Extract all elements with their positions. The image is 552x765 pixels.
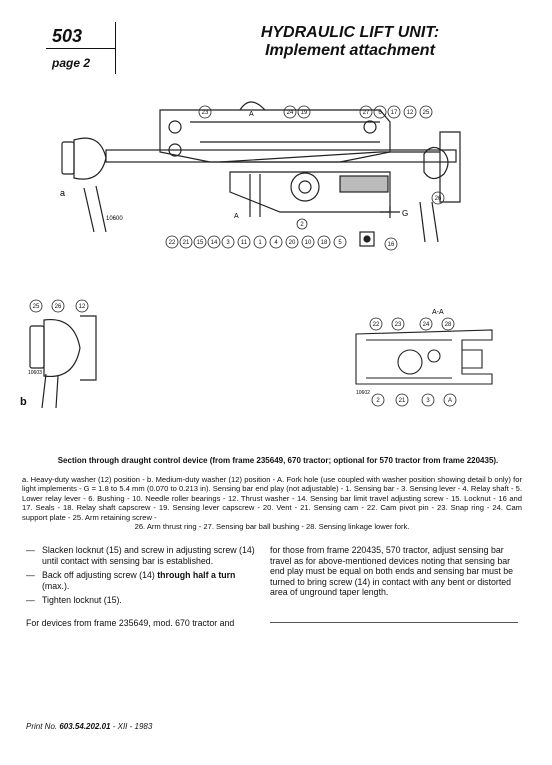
callout-bottom: 11 xyxy=(241,240,248,246)
legend-last-line: 26. Arm thrust ring - 27. Sensing bar ba… xyxy=(134,522,410,532)
callout-aa-bottom: 2 xyxy=(376,398,380,404)
callout-bottom: 14 xyxy=(211,240,218,246)
callout-aa-bottom: 3 xyxy=(426,398,430,404)
instruction-emphasis: through half a turn xyxy=(157,570,236,581)
title-line-2: Implement attachment xyxy=(265,42,435,59)
callout-aa-top: 23 xyxy=(395,322,402,328)
header-vertical-rule xyxy=(115,22,116,74)
instruction-item: — Slacken locknut (15) and screw in adju… xyxy=(26,545,256,566)
section-aa-title: A-A xyxy=(432,309,444,316)
instruction-text-part: Slacken locknut (15) and screw in adjust… xyxy=(42,545,255,566)
callout-b: 25 xyxy=(33,304,40,310)
print-date: - XII - 1983 xyxy=(110,722,153,731)
callout-bottom: 10 xyxy=(305,240,312,246)
plate-number-b: 10603 xyxy=(28,370,42,376)
callout-bottom: 1 xyxy=(258,240,262,246)
dim-g-label: G xyxy=(402,209,408,218)
callout-aa-top: 28 xyxy=(445,322,452,328)
paragraph-left: For devices from frame 235649, mod. 670 … xyxy=(26,617,235,628)
callout-bottom: 21 xyxy=(183,240,190,246)
callout-right: 26 xyxy=(435,196,442,202)
figure-caption: Section through draught control device (… xyxy=(57,456,499,465)
plate-number-main: 10600 xyxy=(106,216,123,222)
callout-bottom: 3 xyxy=(226,240,230,246)
instruction-text-part: Back off adjusting screw (14) xyxy=(42,570,158,581)
callout-bottom: 20 xyxy=(289,240,296,246)
figure-b-letter: b xyxy=(20,396,27,408)
callout-bottom: 5 xyxy=(338,240,342,246)
callout-top: 19 xyxy=(301,110,308,116)
figure-legend: a. Heavy-duty washer (12) position - b. … xyxy=(22,475,522,531)
title-line-1: HYDRAULIC LIFT UNIT: xyxy=(260,24,440,41)
section-mark-bottom: A xyxy=(234,213,239,220)
end-rule xyxy=(270,622,518,623)
print-number: Print No. 603.54.202.01 - XII - 1983 xyxy=(26,722,152,731)
plate-number-aa: 10602 xyxy=(356,390,370,396)
dash-bullet: — xyxy=(26,545,35,555)
section-number: 503 xyxy=(52,26,83,46)
legend-body: a. Heavy-duty washer (12) position - b. … xyxy=(22,475,522,522)
page-label: page 2 xyxy=(52,56,91,70)
instruction-item: — Back off adjusting screw (14) through … xyxy=(26,570,256,591)
header-divider xyxy=(46,48,116,49)
callout-top: 6 xyxy=(378,110,382,116)
callout-aa-bottom: A xyxy=(448,398,452,404)
main-section-drawing: a 10600 A A G 23 24 19 27 6 17 12 25 22 … xyxy=(60,101,461,251)
paragraph-right: for those from frame 220435, 570 tractor… xyxy=(270,545,514,598)
dash-bullet: — xyxy=(26,570,35,581)
callout-top: 17 xyxy=(391,110,398,116)
callout-top: 24 xyxy=(287,110,294,116)
callout-bottom: 4 xyxy=(274,240,278,246)
callout-bottom: 16 xyxy=(388,242,395,248)
instruction-text: Back off adjusting screw (14) through ha… xyxy=(42,570,256,591)
instruction-text: Tighten locknut (15). xyxy=(42,595,122,606)
detail-a-label: a xyxy=(60,188,65,198)
print-prefix: Print No. xyxy=(26,722,60,731)
callout-top: 12 xyxy=(407,110,414,116)
callout-bottom: 18 xyxy=(321,240,328,246)
instruction-item: — Tighten locknut (15). xyxy=(26,595,256,606)
dash-bullet: — xyxy=(26,595,35,606)
callout-aa-bottom: 21 xyxy=(399,398,406,404)
print-code: 603.54.202.01 xyxy=(59,722,111,731)
callout-b: 12 xyxy=(79,304,86,310)
instruction-text-part: (max.). xyxy=(42,580,70,591)
callout-top: 23 xyxy=(202,110,209,116)
callout-aa-top: 22 xyxy=(373,322,380,328)
callout-b: 26 xyxy=(55,304,62,310)
callout-aa-top: 24 xyxy=(423,322,430,328)
callout-bottom: 15 xyxy=(197,240,204,246)
page-title: HYDRAULIC LIFT UNIT: Implement attachmen… xyxy=(200,24,500,60)
section-aa-drawing: A-A 22 23 24 28 2 21 3 A 10602 xyxy=(355,309,493,407)
callout-2: 2 xyxy=(300,222,304,228)
callout-top: 27 xyxy=(363,110,370,116)
detail-b-drawing: 25 26 12 10603 xyxy=(28,299,97,409)
instruction-text: Slacken locknut (15) and screw in adjust… xyxy=(42,545,256,566)
callout-top: 25 xyxy=(423,110,430,116)
instructions-left-column: — Slacken locknut (15) and screw in adju… xyxy=(26,545,256,629)
callout-bottom: 22 xyxy=(169,240,176,246)
instruction-text-part: Tighten locknut (15). xyxy=(42,595,122,606)
section-mark-top: A xyxy=(249,111,254,118)
